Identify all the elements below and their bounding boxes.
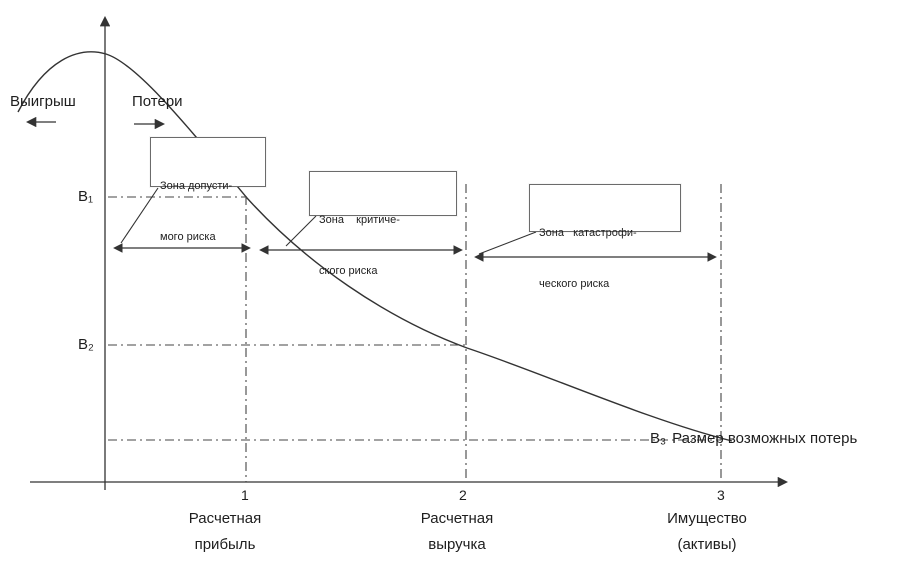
x-tick-2: 2: [459, 487, 467, 503]
caption-line: Имущество: [667, 510, 747, 527]
loss-label: Потери: [132, 93, 183, 110]
zone2-leader-line: [285, 215, 317, 247]
x-tick-3: 3: [717, 487, 725, 503]
zone-box-line: ческого риска: [539, 278, 610, 291]
zone1-leader-line: [120, 187, 159, 244]
zone-box-line: Зона допусти-: [160, 180, 233, 193]
zone-box-line: Зона критиче-: [319, 214, 400, 227]
b3-annotation-row: В₃ Размер возможных потерь: [650, 430, 857, 447]
zone-box-line: ского риска: [319, 265, 378, 278]
zone-box-catastrophic-risk: Зона катастрофи- ческого риска: [529, 184, 681, 290]
x-axis-annotation: Размер возможных потерь: [672, 430, 858, 447]
y-label-b3: В₃: [650, 430, 667, 447]
x-tick-1: 1: [241, 487, 249, 503]
zone-box-line: мого риска: [160, 231, 216, 244]
y-label-b1: В₁: [78, 188, 94, 205]
x-caption-assets: Имущество (активы): [642, 506, 772, 558]
zone-box-acceptable-risk: Зона допусти- мого риска: [150, 137, 266, 243]
x-caption-revenue: Расчетная выручка: [392, 506, 522, 558]
zone-box-critical-risk: Зона критиче- ского риска: [309, 171, 457, 277]
caption-line: выручка: [428, 536, 486, 553]
y-label-b2: В₂: [78, 336, 94, 353]
zone3-leader-line: [478, 231, 537, 255]
caption-line: (активы): [677, 536, 737, 553]
win-label: Выигрыш: [10, 93, 76, 110]
zone-box-line: Зона катастрофи-: [539, 227, 637, 240]
caption-line: прибыль: [194, 536, 256, 553]
caption-line: Расчетная: [420, 510, 494, 527]
caption-line: Расчетная: [188, 510, 262, 527]
probability-curve: [17, 51, 733, 442]
x-caption-profit: Расчетная прибыль: [160, 506, 290, 558]
